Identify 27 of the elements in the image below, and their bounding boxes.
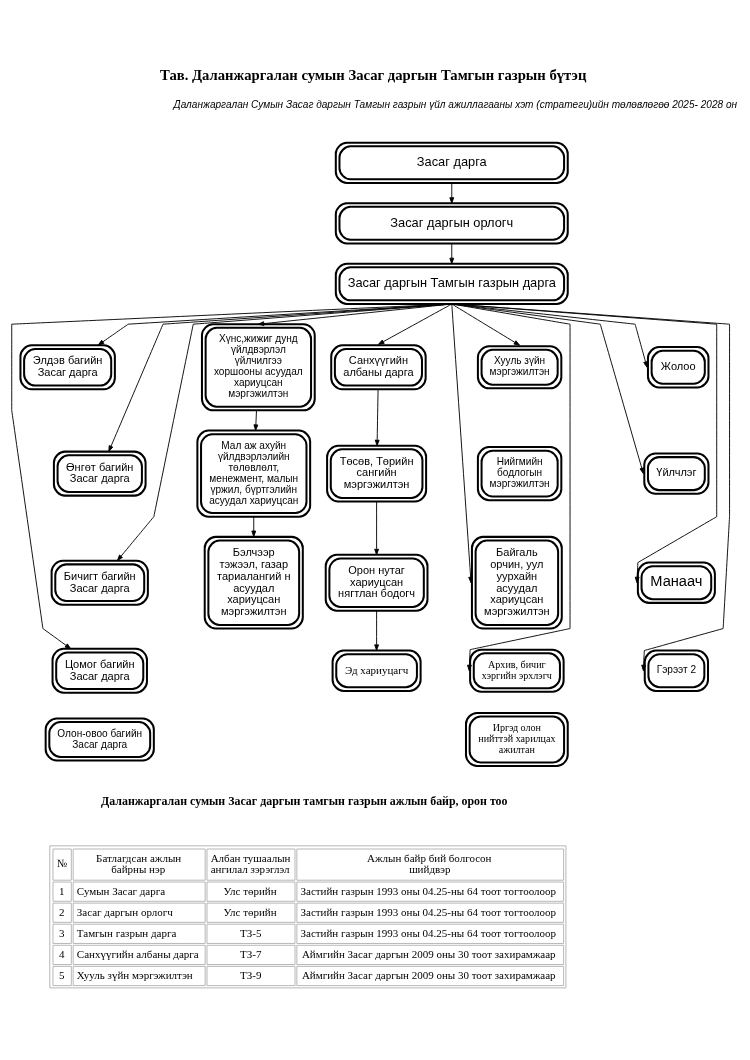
label: Сумын Засаг дарга [76, 884, 166, 897]
label: № [56, 857, 68, 870]
label: ТЗ-9 [240, 968, 262, 981]
label: Албан тушаалын ангилал зэрэглэл [210, 851, 291, 876]
label: ТЗ-5 [240, 926, 262, 939]
label: Батлагдсан ажлын байрны нэр [96, 851, 182, 876]
label: Улс төрийн [223, 905, 277, 918]
label: Даланжаргалан сумын Засаг даргын тамгын газрын ажлын байр, орон тоо [101, 793, 508, 808]
label: Тамгын газрын дарга [76, 926, 177, 939]
label: Даланжаргалан Сумын Засаг даргын Тамгын газрын үйл ажиллагааны хэт (стратеги)ийн төлөвлөгөө 2025- 2028 он [173, 98, 738, 110]
label: Застийн газрын 1993 оны 04.25-ны 64 тоот тогтоолоор [300, 905, 556, 918]
label: Хууль зүйн мэргэжилтэн [76, 968, 193, 981]
label: Аймгийн Засаг даргын 2009 оны 30 тоот захирамжаар [301, 947, 556, 960]
label: Застийн газрын 1993 оны 04.25-ны 64 тоот тогтоолоор [300, 884, 556, 897]
label: 5 [58, 968, 65, 981]
label: Засаг даргын орлогч [76, 905, 173, 918]
label: 1 [58, 884, 65, 897]
label: 4 [58, 947, 65, 960]
label: Санхүүгийн албаны дарга [76, 947, 199, 960]
label: Улс төрийн [223, 884, 277, 897]
diagram-title: Тав. Даланжаргалан сумын Засаг даргын Тамгын газрын бүтэц [160, 67, 587, 84]
label: Аймгийн Засаг даргын 2009 оны 30 тоот захирамжаар [301, 968, 556, 981]
label: 2 [58, 905, 65, 918]
label: Застийн газрын 1993 оны 04.25-ны 64 тоот тогтоолоор [300, 926, 556, 939]
label: Ажлын байр бий болгосон шийдвэр [366, 851, 492, 876]
label: ТЗ-7 [240, 947, 262, 960]
label: 3 [58, 926, 65, 939]
